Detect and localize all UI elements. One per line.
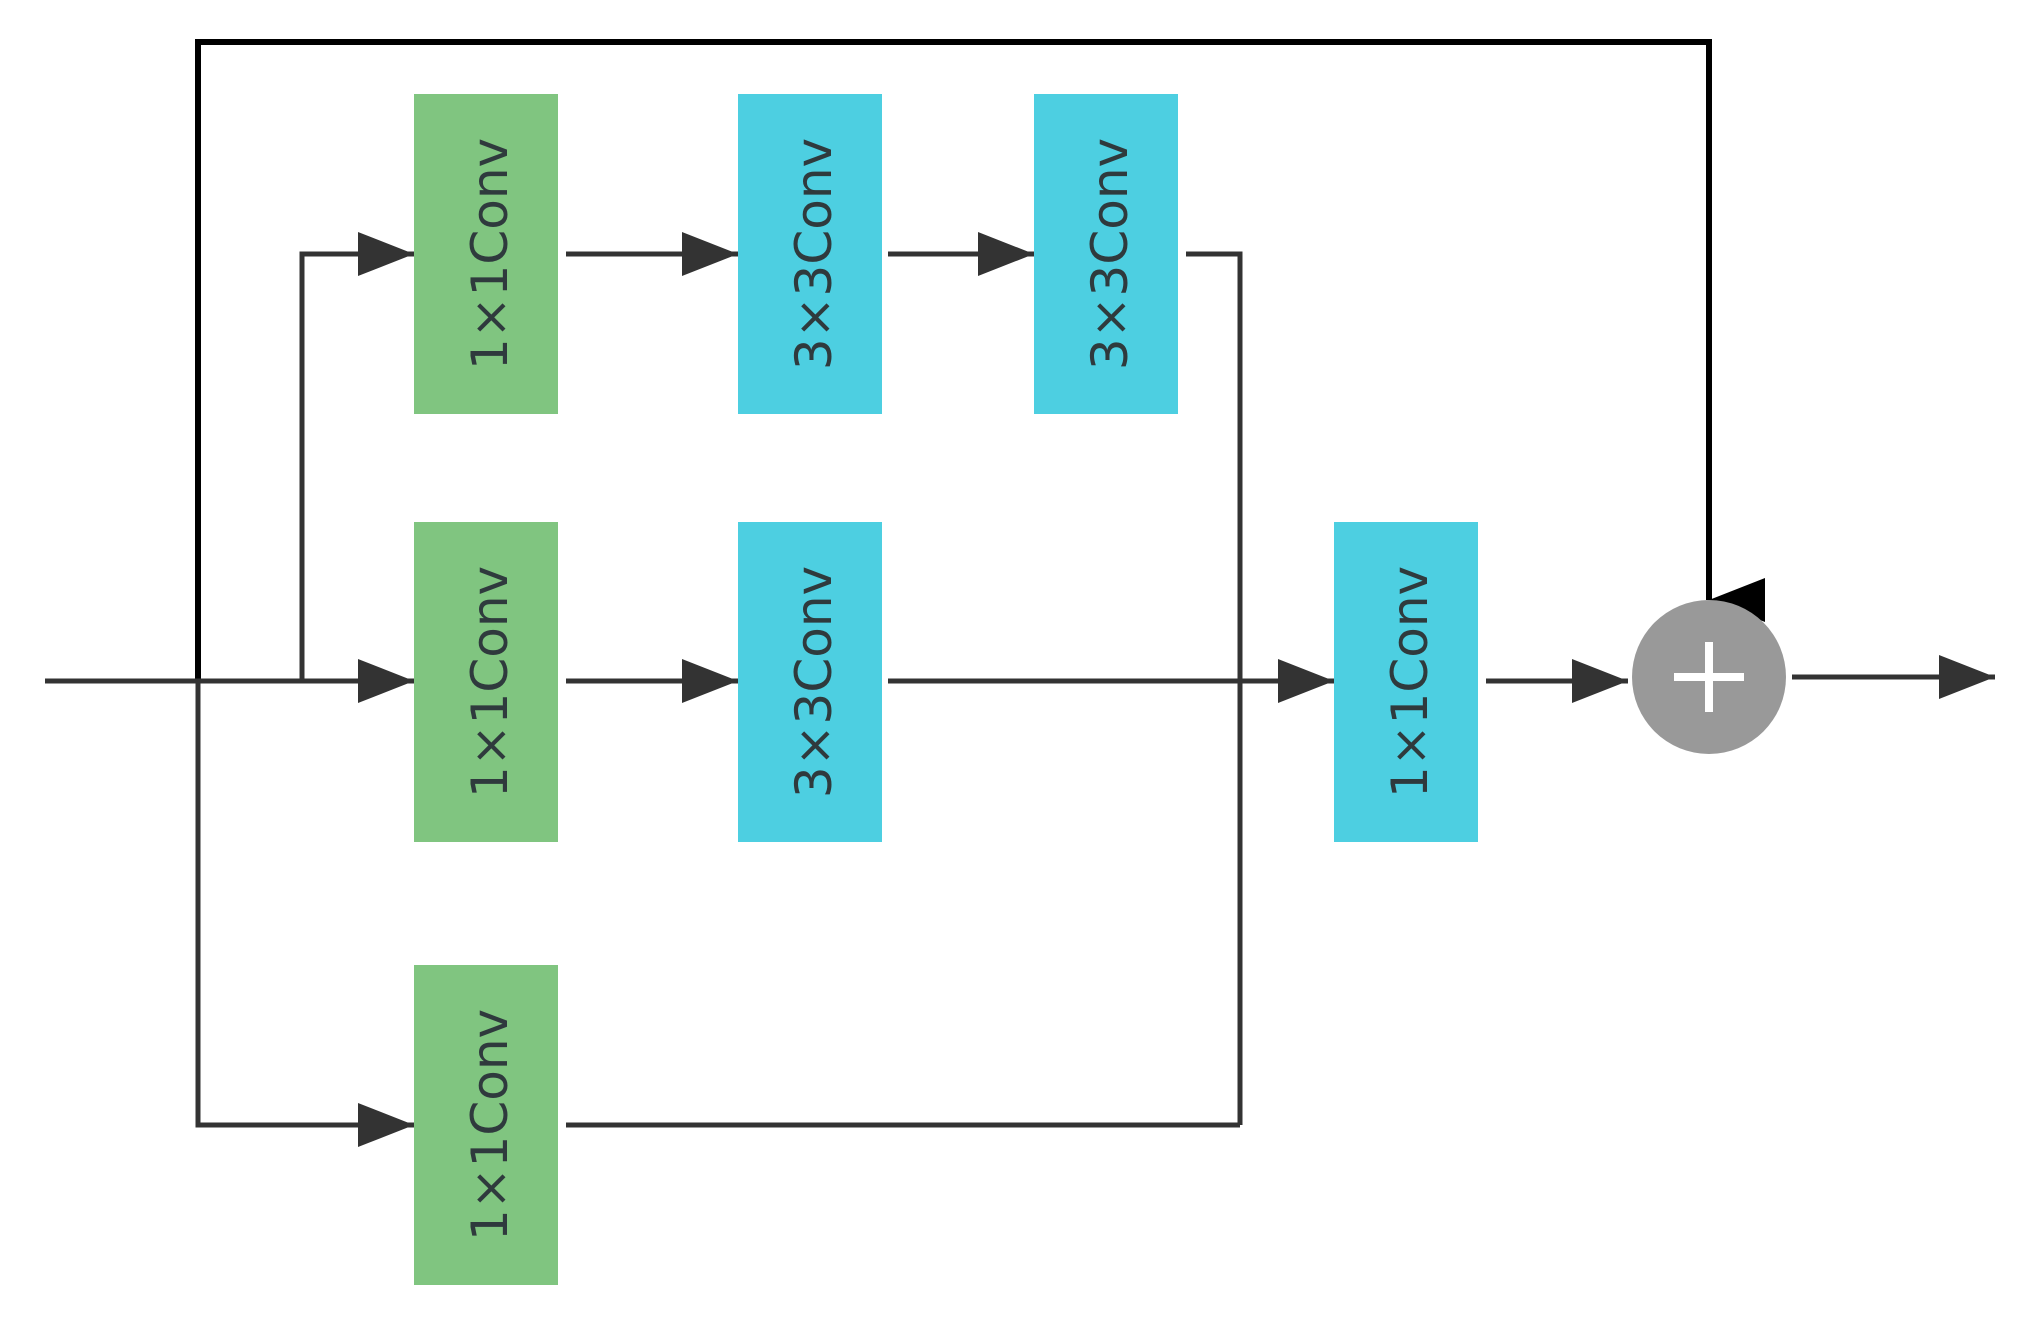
block-label: 3×3Conv xyxy=(785,138,843,370)
block-1x1conv-middle: 1×1Conv xyxy=(414,522,558,842)
block-rect xyxy=(738,522,882,842)
block-label: 1×1Conv xyxy=(461,1009,519,1241)
block-1x1conv-top: 1×1Conv xyxy=(414,94,558,414)
block-label: 1×1Conv xyxy=(461,138,519,370)
arrow-to-b7 xyxy=(195,681,414,1147)
connections xyxy=(45,39,1995,1147)
skip-connection xyxy=(195,39,1765,681)
block-1x1conv-bottom: 1×1Conv xyxy=(414,965,558,1285)
block-1x1conv-merge: 1×1Conv xyxy=(1334,522,1478,842)
block-label: 3×3Conv xyxy=(1081,138,1139,370)
block-3x3conv-middle: 3×3Conv xyxy=(738,522,882,842)
block-3x3conv-top-a: 3×3Conv xyxy=(738,94,882,414)
block-label: 3×3Conv xyxy=(785,566,843,798)
block-rect xyxy=(1334,522,1478,842)
plus-icon xyxy=(1674,642,1744,712)
line-b3-merge xyxy=(1186,251,1243,1125)
block-rect xyxy=(414,94,558,414)
block-rect xyxy=(414,965,558,1285)
block-rect xyxy=(414,522,558,842)
block-rect xyxy=(738,94,882,414)
block-3x3conv-top-b: 3×3Conv xyxy=(1034,94,1178,414)
adder-node xyxy=(1632,600,1786,754)
block-label: 1×1Conv xyxy=(1381,566,1439,798)
arrow-to-b1 xyxy=(299,232,414,681)
block-rect xyxy=(1034,94,1178,414)
block-label: 1×1Conv xyxy=(461,566,519,798)
